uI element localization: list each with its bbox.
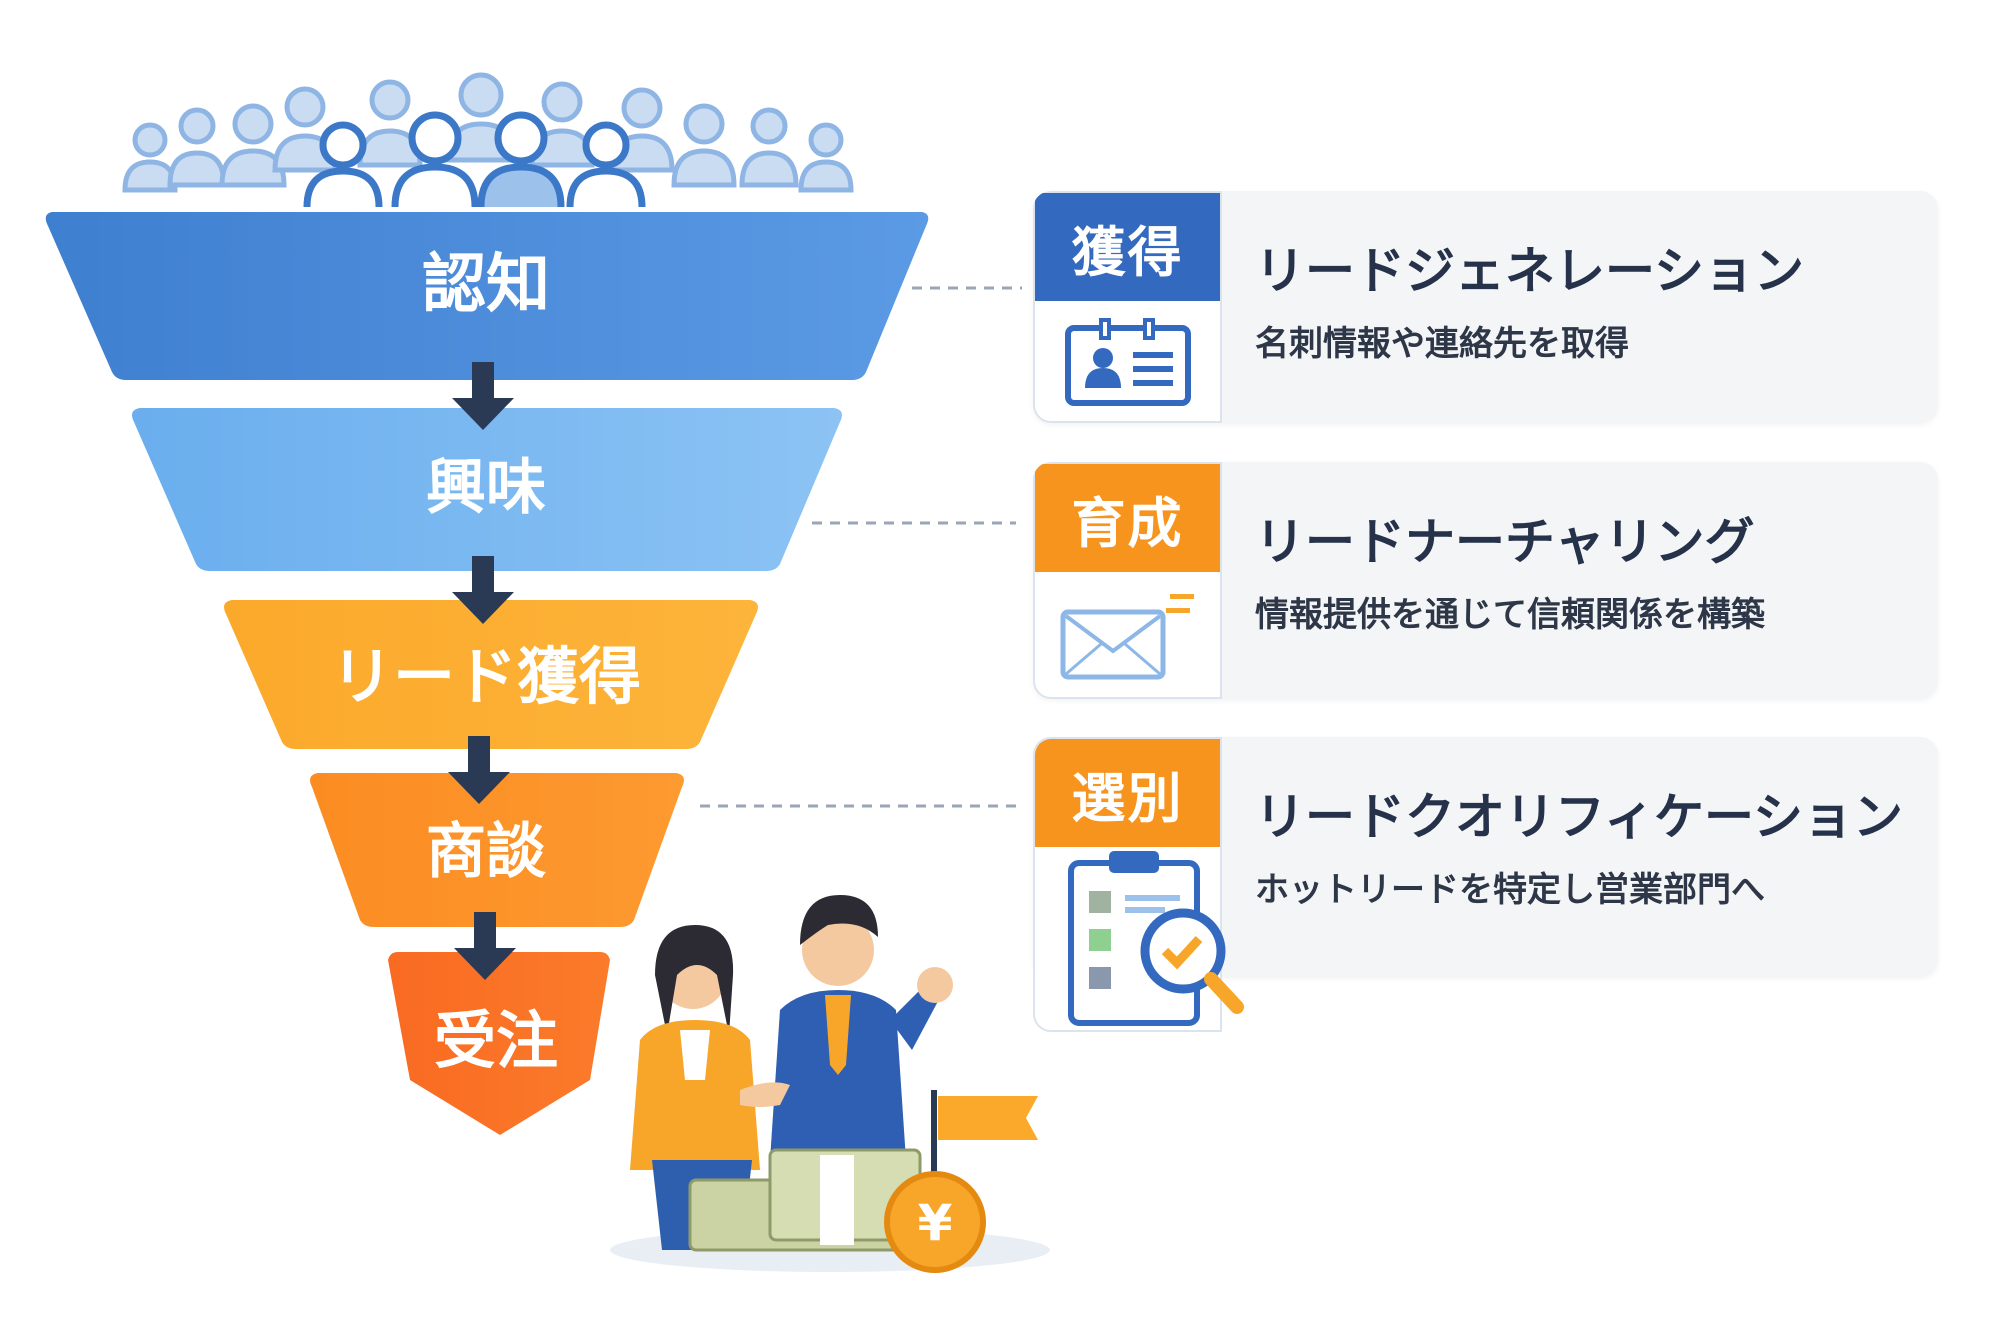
card-lead-qualification: 選別 リードクオリフィケーション ホットリードを特定し営業部門へ <box>1033 737 1938 1032</box>
yen-symbol: ¥ <box>918 1194 953 1252</box>
crowd-icon <box>122 72 854 193</box>
funnel-stage-lead <box>224 600 758 749</box>
stage-label-order: 受注 <box>434 1004 558 1077</box>
tag-label: 選別 <box>1035 739 1220 847</box>
funnel-stage-awareness <box>45 212 929 380</box>
stage-label-interest: 興味 <box>426 453 546 523</box>
tag-column: 獲得 <box>1033 191 1222 423</box>
stage-label-lead: リード獲得 <box>331 640 641 713</box>
envelope-icon <box>1035 576 1220 697</box>
connector-lines <box>700 286 1022 808</box>
crowd-front-icon <box>303 111 646 208</box>
clipboard-magnifier-icon <box>1035 850 1244 1030</box>
stage-label-negotiation: 商談 <box>426 817 546 887</box>
funnel-stage-order <box>388 952 610 1135</box>
funnel-stage-negotiation <box>310 773 684 927</box>
card-title: リードジェネレーション <box>1255 242 1804 300</box>
deal-illustration: ¥ <box>610 895 1050 1273</box>
id-card-icon <box>1035 305 1220 421</box>
tag-label: 獲得 <box>1035 193 1220 301</box>
stage-label-awareness: 認知 <box>422 248 550 322</box>
tag-column: 選別 <box>1033 737 1244 1032</box>
card-subtitle: 名刺情報や連絡先を取得 <box>1255 324 1629 364</box>
card-lead-nurturing: 育成 リードナーチャリング 情報提供を通じて信頼関係を構築 <box>1033 462 1938 699</box>
tag-column: 育成 <box>1033 462 1222 699</box>
card-title: リードナーチャリング <box>1255 513 1755 571</box>
card-subtitle: ホットリードを特定し営業部門へ <box>1255 870 1765 910</box>
funnel-stage-interest <box>132 408 842 571</box>
card-lead-generation: 獲得 リードジェネレーション 名刺情報や連絡先を取得 <box>1033 191 1938 423</box>
tag-label: 育成 <box>1035 464 1220 572</box>
card-subtitle: 情報提供を通じて信頼関係を構築 <box>1255 595 1765 635</box>
card-title: リードクオリフィケーション <box>1255 788 1903 846</box>
down-arrow-icons <box>448 362 516 980</box>
